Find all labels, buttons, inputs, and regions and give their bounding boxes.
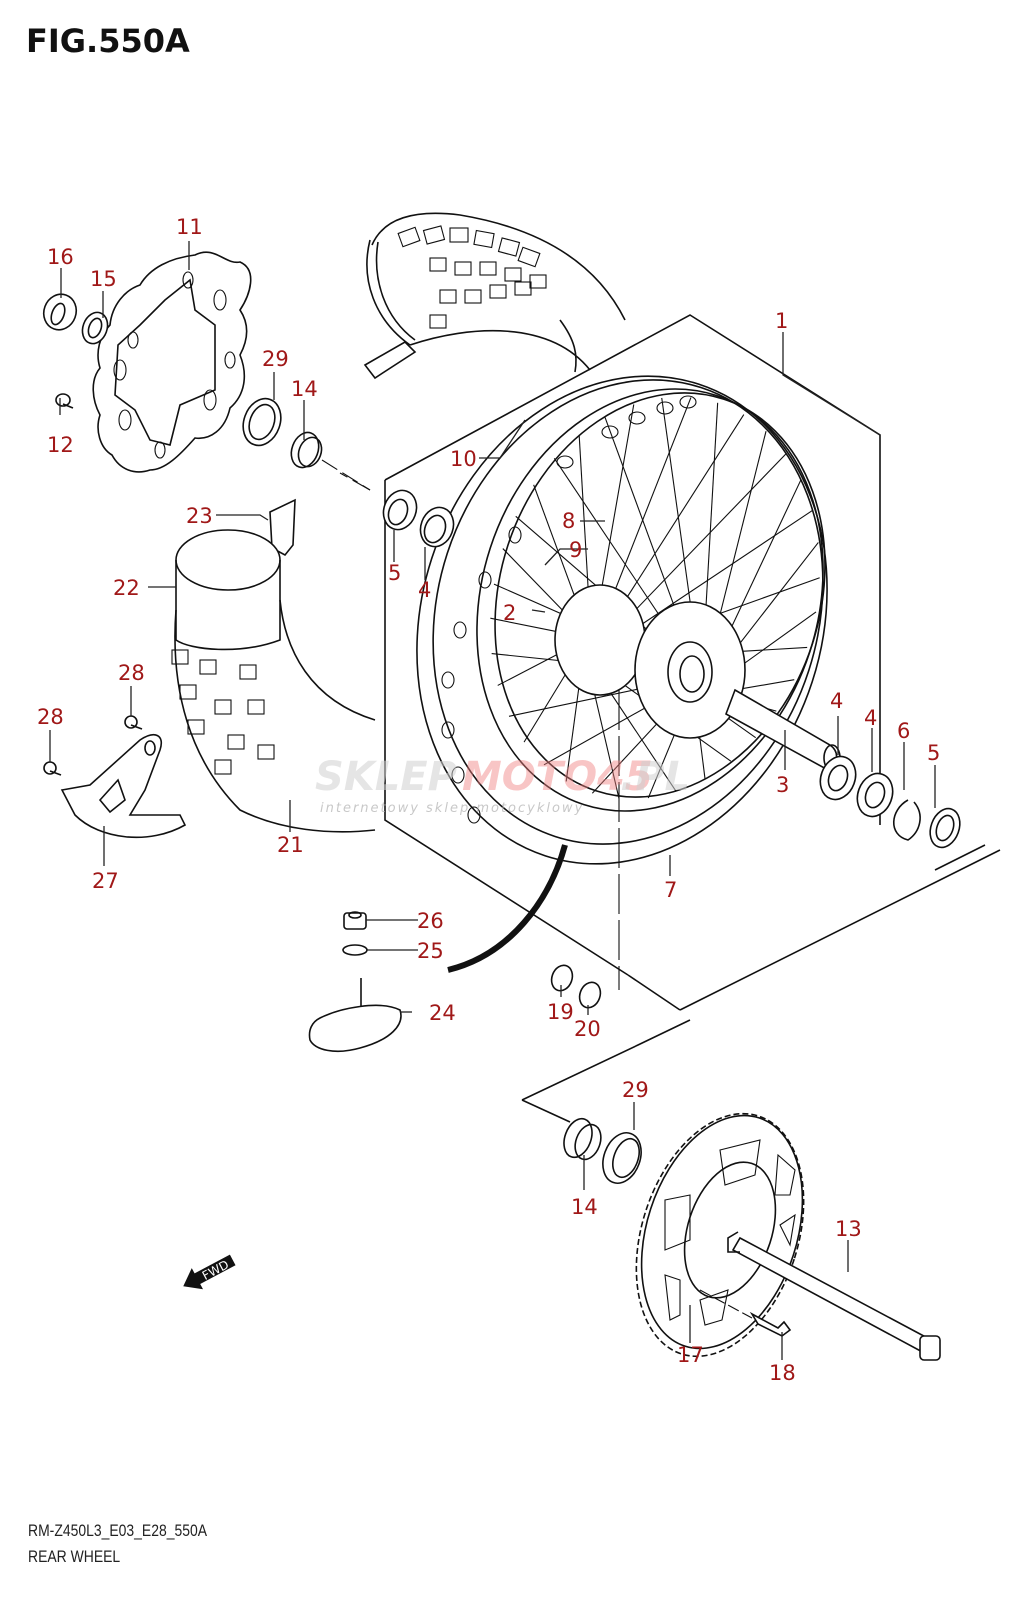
disc-bolt [55,393,74,409]
watermark-brand-gray: SKLEP [315,754,457,800]
callout-12[interactable]: 12 [47,433,74,457]
leader-lines [49,241,936,1360]
spacer-14-b [563,1117,602,1161]
callout-27[interactable]: 27 [92,869,119,893]
spoke [600,677,677,792]
sprocket [635,1112,805,1358]
tire-top [363,212,626,380]
callout-1[interactable]: 1 [775,309,788,333]
washer-25 [342,944,368,956]
spoke [589,675,620,799]
fwd-arrow-icon: FWD [183,1254,236,1290]
tire-lock [308,978,402,1052]
callout-5b[interactable]: 5 [927,741,940,765]
right-bearings [819,755,961,849]
spoke [625,453,787,621]
tire-tube-assembly [171,498,376,833]
callout-28a[interactable]: 28 [118,661,145,685]
watermark-brand-suffix: .PL [620,754,690,800]
callout-24[interactable]: 24 [429,1001,456,1025]
axle-nut [42,293,78,331]
callout-4b[interactable]: 4 [864,706,877,730]
dust-seal-29 [242,397,282,447]
callout-29b[interactable]: 29 [622,1078,649,1102]
figure-code: RM-Z450L3_E03_E28_550A [28,1521,208,1540]
callout-16[interactable]: 16 [47,245,74,269]
guard-bolt-b [43,761,62,776]
callout-7[interactable]: 7 [664,878,677,902]
wheel-hub [554,584,841,772]
spoke [604,417,685,633]
callout-21[interactable]: 21 [277,833,304,857]
spoke [598,404,635,603]
spoke [618,414,745,611]
nut-26 [343,911,367,930]
spoke [711,431,767,645]
callout-22[interactable]: 22 [113,576,140,600]
spoke [578,434,590,605]
callout-6[interactable]: 6 [897,719,910,743]
washer-20 [578,981,602,1009]
watermark-tagline: internetowy sklep motocyklowy [320,801,584,816]
watermark: SKLEP MOTO45 .PL internetowy sklep motoc… [315,754,690,816]
callout-25[interactable]: 25 [417,939,444,963]
callout-18[interactable]: 18 [769,1361,796,1385]
fwd-label: FWD [200,1257,231,1283]
disc-guard [60,734,187,839]
callout-14b[interactable]: 14 [571,1195,598,1219]
brake-disc [92,251,252,473]
callout-14a[interactable]: 14 [291,377,318,401]
left-seal-and-bearing [382,489,455,548]
callout-13[interactable]: 13 [835,1217,862,1241]
callout-28b[interactable]: 28 [37,705,64,729]
callout-5a[interactable]: 5 [388,561,401,585]
wheel-rim [416,375,828,865]
figure-name: REAR WHEEL [28,1547,121,1566]
spacer-14 [290,431,323,469]
callout-19[interactable]: 19 [547,1000,574,1024]
callout-9[interactable]: 9 [569,538,582,562]
callout-26[interactable]: 26 [417,909,444,933]
figure-title: FIG.550A [26,22,190,60]
callout-11[interactable]: 11 [176,215,203,239]
callout-15[interactable]: 15 [90,267,117,291]
rear-axle [727,1231,941,1361]
spoke [661,397,695,633]
callout-8[interactable]: 8 [562,509,575,533]
callout-4a[interactable]: 4 [830,689,843,713]
spoke [703,402,719,637]
dust-seal-29-b [602,1132,642,1184]
callout-4c[interactable]: 4 [418,578,431,602]
guard-bolt-a [124,715,143,730]
callout-labels: 1 2 3 4 4 4 5 5 6 7 8 9 10 11 12 13 14 1… [37,215,940,1385]
spoke [609,397,692,605]
spoke [553,458,675,638]
callout-29a[interactable]: 29 [262,347,289,371]
spoke [533,484,581,612]
rim-band-strip [447,844,568,973]
watermark-brand-red: MOTO45 [462,754,653,800]
washer-15 [81,311,109,345]
assembly-outline [339,314,1001,1011]
sprocket-bolt [699,1289,792,1337]
callout-3[interactable]: 3 [776,773,789,797]
callout-10[interactable]: 10 [450,447,477,471]
callout-23[interactable]: 23 [186,504,213,528]
callout-20[interactable]: 20 [574,1017,601,1041]
callout-17[interactable]: 17 [677,1343,704,1367]
sprocket-nut [550,964,574,992]
callout-2[interactable]: 2 [503,601,516,625]
